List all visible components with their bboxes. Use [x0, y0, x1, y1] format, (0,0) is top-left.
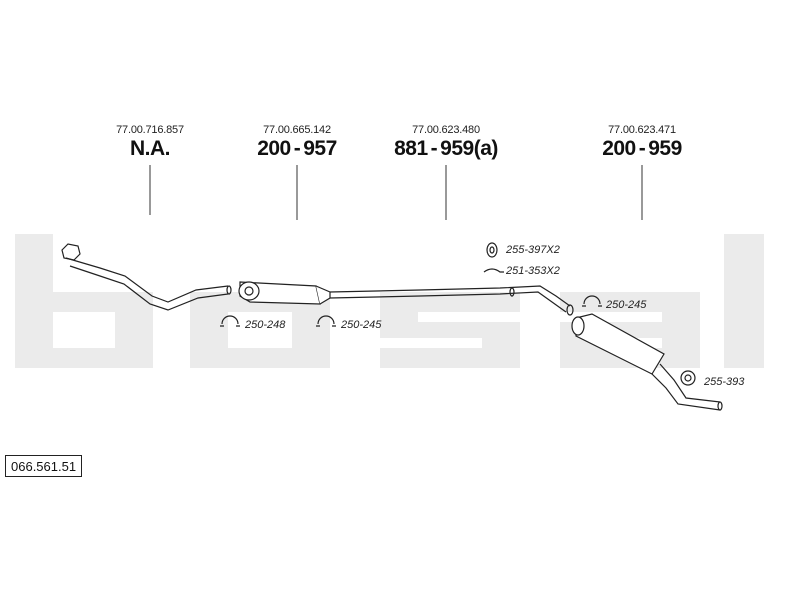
hardware-label: 250-248: [245, 319, 286, 331]
hardware-label: 250-245: [606, 299, 647, 311]
hardware-label: 255-393: [704, 376, 745, 388]
part-ref: 77.00.665.142: [263, 124, 331, 136]
part-ref: 77.00.623.471: [608, 124, 676, 136]
part-code: 200-957: [257, 137, 337, 160]
hardware-label: 255-397X2: [506, 244, 560, 256]
part-label-intermediate-pipe: 77.00.623.480 881-959(a): [376, 124, 516, 161]
clamp-icon-2: [316, 315, 336, 327]
part-code: 200-959: [602, 137, 682, 160]
front-pipe: [61, 243, 232, 311]
clamp-icon-1: [220, 315, 240, 327]
part-ref: 77.00.623.480: [412, 124, 480, 136]
part-label-rear-silencer: 77.00.623.471 200-959: [572, 124, 712, 161]
hardware-label: 251-353X2: [506, 265, 560, 277]
assembly-number: 066.561.51: [5, 455, 83, 477]
ring-icon: [486, 242, 498, 258]
part-label-front-pipe: 77.00.716.857 N.A.: [80, 124, 220, 161]
intermediate-pipe: [329, 285, 574, 316]
watermark-logo: [15, 234, 764, 368]
part-code: 881-959(a): [394, 137, 498, 160]
gasket-icon: [680, 370, 696, 386]
leader-lines: [149, 165, 643, 220]
clamp-icon-3: [582, 295, 602, 307]
hanger-icon: [483, 268, 504, 273]
part-ref: 77.00.716.857: [116, 124, 184, 136]
rear-silencer: [571, 313, 723, 411]
part-code: N.A.: [130, 137, 171, 160]
part-label-center-silencer: 77.00.665.142 200-957: [227, 124, 367, 161]
center-silencer: [238, 281, 331, 305]
hardware-label: 250-245: [341, 319, 382, 331]
